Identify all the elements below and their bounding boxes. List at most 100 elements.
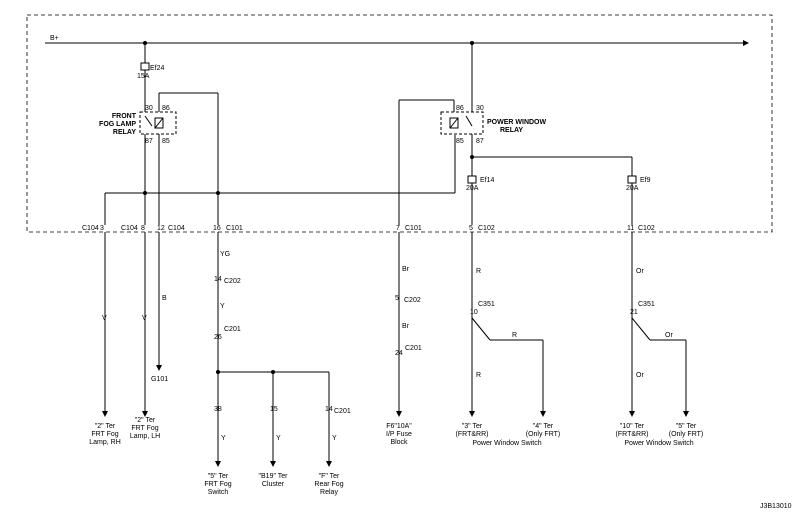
wire-color-r3: R <box>476 372 481 379</box>
conn-c351a-pin: 10 <box>470 309 478 316</box>
conn-c104a-pin: 3 <box>100 225 104 232</box>
fuse-ef24 <box>140 62 150 71</box>
conn-c201c-pin3: 14 <box>325 406 333 413</box>
wire-color-or2: Or <box>665 332 673 339</box>
wire-color-y2: Y <box>221 435 226 442</box>
fog-relay-line2: FOG LAMP <box>99 121 136 128</box>
dest-fog-rh-3: Lamp, RH <box>89 439 121 446</box>
fuse-ef14 <box>467 175 477 184</box>
conn-c201b-name: C201 <box>405 345 422 352</box>
dest-rear-fog-2: Rear Fog <box>314 481 343 488</box>
conn-c202b-pin: 5 <box>395 295 399 302</box>
wire-color-v1: V <box>102 315 107 322</box>
fuse-ef9 <box>627 175 637 184</box>
window-relay-p85: 85 <box>456 138 464 145</box>
dest-pws1-name: Power Window Switch <box>472 440 541 447</box>
conn-c202a-name: C202 <box>224 278 241 285</box>
window-relay-p86: 86 <box>456 105 464 112</box>
dest-fog-lh-3: Lamp, LH <box>130 433 160 440</box>
dest-pws1-a-1: "3" Ter <box>462 423 483 430</box>
dest-fuse-block-3: Block <box>390 439 408 446</box>
conn-c102a-pin: 5 <box>469 225 473 232</box>
conn-c104c-pin: 12 <box>157 225 165 232</box>
conn-c201b-pin: 24 <box>395 350 403 357</box>
wire-color-v2: V <box>142 315 147 322</box>
window-relay-p30: 30 <box>476 105 484 112</box>
conn-c351b-pin: 21 <box>630 309 638 316</box>
dest-pws1-a-2: (FRT&RR) <box>456 431 489 438</box>
window-relay-line2: RELAY <box>500 127 523 134</box>
conn-c104a-name: C104 <box>82 225 99 232</box>
fog-relay-line3: RELAY <box>113 129 136 136</box>
dest-cluster-1: "B19" Ter <box>259 473 289 480</box>
dest-fog-lh-1: "2" Ter <box>135 417 156 424</box>
wire-color-or1: Or <box>636 268 644 275</box>
wire-color-r1: R <box>476 268 481 275</box>
fog-relay-p30: 30 <box>145 105 153 112</box>
wire-color-yg: YG <box>220 251 230 258</box>
conn-c201c-pin1: 38 <box>214 406 222 413</box>
wire-color-y3: Y <box>276 435 281 442</box>
dest-pws2-name: Power Window Switch <box>624 440 693 447</box>
dest-cluster-2: Cluster <box>262 481 285 488</box>
wire-color-y1: Y <box>220 303 225 310</box>
fog-relay-p86: 86 <box>162 105 170 112</box>
conn-c104b-name: C104 <box>121 225 138 232</box>
conn-c201a-pin: 26 <box>214 334 222 341</box>
wire-color-br1: Br <box>402 266 410 273</box>
fog-relay-line1: FRONT <box>112 113 137 120</box>
dest-pws2-a-1: "10" Ter <box>620 423 645 430</box>
supply-label: B+ <box>50 35 59 42</box>
dest-pws1-b-1: "4" Ter <box>533 423 554 430</box>
dest-pws2-b-2: (Only FRT) <box>669 431 703 438</box>
conn-c104c-name: C104 <box>168 225 185 232</box>
conn-c202b-name: C202 <box>404 297 421 304</box>
dest-pws2-a-2: (FRT&RR) <box>616 431 649 438</box>
ground-label: G101 <box>151 376 168 383</box>
wire-color-y4: Y <box>332 435 337 442</box>
dest-fog-switch-1: "5" Ter <box>208 473 229 480</box>
fog-relay-box <box>139 111 177 135</box>
window-relay-line1: POWER WINDOW <box>487 119 546 126</box>
conn-c351a-name: C351 <box>478 301 495 308</box>
conn-c102a-name: C102 <box>478 225 495 232</box>
window-relay-p87: 87 <box>476 138 484 145</box>
dest-fog-switch-3: Switch <box>208 489 229 496</box>
fog-relay-p87: 87 <box>145 138 153 145</box>
wire-color-r2: R <box>512 332 517 339</box>
fuse-ef24-rating: 15A <box>137 73 150 80</box>
conn-c201a-name: C201 <box>224 326 241 333</box>
module-boundary <box>26 14 773 233</box>
diagram-code: J3B13010 <box>760 503 792 510</box>
dest-pws2-b-1: "5" Ter <box>676 423 697 430</box>
conn-c351b-name: C351 <box>638 301 655 308</box>
dest-fog-switch-2: FRT Fog <box>204 481 231 488</box>
fog-relay-p85: 85 <box>162 138 170 145</box>
conn-c201c-pin2: 15 <box>270 406 278 413</box>
conn-c101a-name: C101 <box>226 225 243 232</box>
conn-c202a-pin: 14 <box>214 276 222 283</box>
dest-rear-fog-1: "F" Ter <box>319 473 340 480</box>
dest-fog-rh-2: FRT Fog <box>91 431 118 438</box>
dest-rear-fog-3: Relay <box>320 489 338 496</box>
dest-fog-rh-1: "2" Ter <box>95 423 116 430</box>
wire-color-or3: Or <box>636 372 644 379</box>
fuse-ef14-name: Ef14 <box>480 177 495 184</box>
wire-color-br2: Br <box>402 323 410 330</box>
window-relay-box <box>440 111 484 135</box>
dest-pws1-b-2: (Only FRT) <box>526 431 560 438</box>
conn-c104b-pin: 8 <box>141 225 145 232</box>
fuse-ef9-name: Ef9 <box>640 177 651 184</box>
conn-c101b-pin: 7 <box>396 225 400 232</box>
conn-c101b-name: C101 <box>405 225 422 232</box>
dest-fuse-block-2: I/P Fuse <box>386 431 412 438</box>
conn-c101a-pin: 16 <box>213 225 221 232</box>
conn-c102b-name: C102 <box>638 225 655 232</box>
fuse-ef24-name: Ef24 <box>150 65 165 72</box>
conn-c102b-pin: 11 <box>627 225 634 232</box>
dest-fuse-block-1: F6"10A" <box>386 423 412 430</box>
wire-color-b: B <box>162 295 167 302</box>
conn-c201c-name: C201 <box>334 408 351 415</box>
dest-fog-lh-2: FRT Fog <box>131 425 158 432</box>
